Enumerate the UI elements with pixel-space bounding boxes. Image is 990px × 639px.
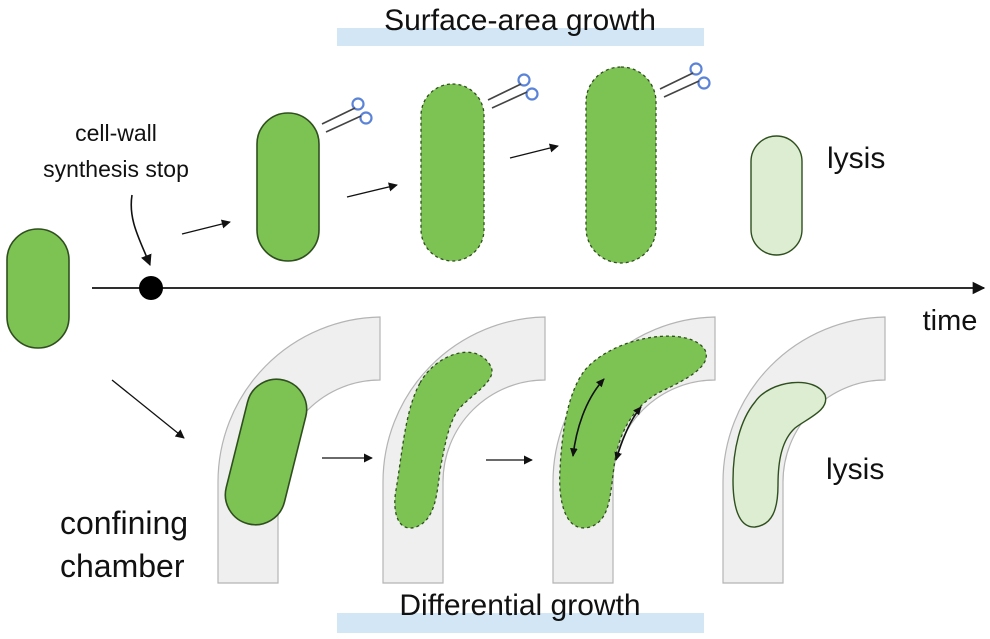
bottom-title: Differential growth (399, 589, 640, 622)
top-title-band (337, 28, 704, 46)
inner-compression-arrow (614, 406, 642, 461)
top-cell-1 (256, 112, 320, 262)
bottom-arrow-1 (111, 379, 185, 439)
scissors-icon (658, 62, 711, 99)
time-axis-label: time (923, 305, 978, 337)
initial-cell (6, 228, 70, 349)
bottom-cell-1 (224, 378, 308, 526)
top-arrow-2 (346, 182, 398, 198)
bottom-lysed-cell (732, 381, 827, 528)
event-label-line2: synthesis stop (43, 156, 189, 182)
event-label-line1: cell-wall (75, 120, 157, 146)
bottom-lysis-label: lysis (826, 453, 884, 486)
top-lysed-cell (750, 135, 803, 256)
bottom-cell-2 (394, 351, 493, 529)
chamber-label-line2: chamber (60, 548, 185, 584)
bottom-cell-3 (559, 335, 707, 529)
top-arrow-1 (181, 219, 231, 235)
scissors-icon (486, 73, 539, 110)
top-title: Surface-area growth (384, 4, 656, 37)
bottom-title-band (337, 613, 704, 633)
event-arrow (130, 194, 152, 267)
top-cell-3 (585, 66, 657, 264)
top-arrow-3 (509, 143, 559, 159)
scissors-icon (320, 97, 373, 134)
chamber-label-line1: confining (60, 505, 188, 541)
top-lysis-label: lysis (827, 142, 885, 175)
synthesis-stop-dot (139, 276, 163, 300)
outer-expansion-arrow (570, 378, 605, 457)
top-cell-2 (420, 83, 485, 262)
